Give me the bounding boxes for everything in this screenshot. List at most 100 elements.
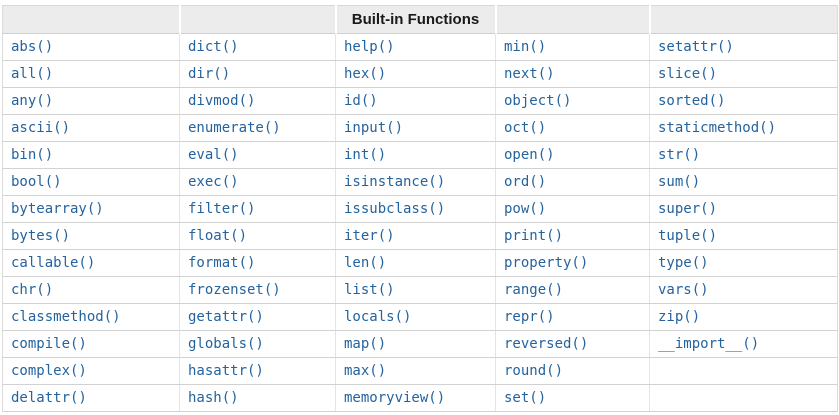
function-link[interactable]: zip() xyxy=(658,309,701,325)
function-link[interactable]: input() xyxy=(344,120,404,136)
function-link[interactable]: bytearray() xyxy=(11,201,104,217)
function-link[interactable]: help() xyxy=(344,39,395,55)
function-link[interactable]: callable() xyxy=(11,255,96,271)
function-link[interactable]: exec() xyxy=(188,174,239,190)
function-cell: oct() xyxy=(495,114,650,142)
function-cell: max() xyxy=(335,357,496,385)
function-link[interactable]: filter() xyxy=(188,201,256,217)
function-link[interactable]: bytes() xyxy=(11,228,71,244)
function-link[interactable]: object() xyxy=(504,93,572,109)
function-link[interactable]: ascii() xyxy=(11,120,71,136)
function-link[interactable]: abs() xyxy=(11,39,54,55)
function-link[interactable]: getattr() xyxy=(188,309,264,325)
function-cell: divmod() xyxy=(179,87,336,115)
function-link[interactable]: property() xyxy=(504,255,589,271)
function-cell: id() xyxy=(335,87,496,115)
function-link[interactable]: sorted() xyxy=(658,93,726,109)
function-link[interactable]: pow() xyxy=(504,201,547,217)
empty-cell xyxy=(649,357,838,385)
function-cell: dict() xyxy=(179,33,336,61)
function-cell: iter() xyxy=(335,222,496,250)
function-link[interactable]: locals() xyxy=(344,309,412,325)
function-link[interactable]: classmethod() xyxy=(11,309,121,325)
function-link[interactable]: staticmethod() xyxy=(658,120,777,136)
function-link[interactable]: all() xyxy=(11,66,54,82)
function-link[interactable]: open() xyxy=(504,147,555,163)
table-row: bytes() float() iter() print() tuple() xyxy=(2,222,838,250)
function-link[interactable]: any() xyxy=(11,93,54,109)
function-cell: list() xyxy=(335,276,496,304)
function-link[interactable]: delattr() xyxy=(11,390,87,406)
function-cell: pow() xyxy=(495,195,650,223)
function-link[interactable]: oct() xyxy=(504,120,547,136)
builtin-functions-table: Built-in Functions abs()dict()help()min(… xyxy=(2,5,838,412)
function-link[interactable]: min() xyxy=(504,39,547,55)
function-link[interactable]: list() xyxy=(344,282,395,298)
function-link[interactable]: iter() xyxy=(344,228,395,244)
function-link[interactable]: super() xyxy=(658,201,718,217)
function-link[interactable]: reversed() xyxy=(504,336,589,352)
function-cell: ord() xyxy=(495,168,650,196)
function-link[interactable]: id() xyxy=(344,93,378,109)
function-link[interactable]: complex() xyxy=(11,363,87,379)
function-cell: super() xyxy=(649,195,838,223)
function-link[interactable]: int() xyxy=(344,147,387,163)
table-row: compile() globals() map() reversed() __impor… xyxy=(2,330,838,358)
function-link[interactable]: type() xyxy=(658,255,709,271)
function-link[interactable]: bin() xyxy=(11,147,54,163)
table-body: abs() dict() help() min() setattr() all() dir(… xyxy=(2,33,838,412)
function-cell: issubclass() xyxy=(335,195,496,223)
function-link[interactable]: float() xyxy=(188,228,248,244)
function-cell: set() xyxy=(495,384,650,412)
function-link[interactable]: divmod() xyxy=(188,93,256,109)
function-link[interactable]: setattr() xyxy=(658,39,734,55)
function-link[interactable]: issubclass() xyxy=(344,201,446,217)
table-row: classmethod() getattr() locals() repr() zip(… xyxy=(2,303,838,331)
function-link[interactable]: vars() xyxy=(658,282,709,298)
function-cell: locals() xyxy=(335,303,496,331)
function-link[interactable]: ord() xyxy=(504,174,547,190)
function-link[interactable]: memoryview() xyxy=(344,390,446,406)
function-link[interactable]: __import__() xyxy=(658,336,760,352)
function-link[interactable]: sum() xyxy=(658,174,701,190)
function-link[interactable]: repr() xyxy=(504,309,555,325)
table-header-cell-empty xyxy=(648,5,838,34)
function-cell: property() xyxy=(495,249,650,277)
function-link[interactable]: tuple() xyxy=(658,228,718,244)
function-cell: vars() xyxy=(649,276,838,304)
function-link[interactable]: dir() xyxy=(188,66,231,82)
function-link[interactable]: map() xyxy=(344,336,387,352)
function-link[interactable]: frozenset() xyxy=(188,282,281,298)
function-link[interactable]: round() xyxy=(504,363,564,379)
function-link[interactable]: slice() xyxy=(658,66,718,82)
function-link[interactable]: next() xyxy=(504,66,555,82)
function-link[interactable]: globals() xyxy=(188,336,264,352)
function-cell: float() xyxy=(179,222,336,250)
function-link[interactable]: bool() xyxy=(11,174,62,190)
function-link[interactable]: chr() xyxy=(11,282,54,298)
empty-cell xyxy=(649,384,838,412)
function-cell: frozenset() xyxy=(179,276,336,304)
function-link[interactable]: hex() xyxy=(344,66,387,82)
function-link[interactable]: str() xyxy=(658,147,701,163)
function-link[interactable]: max() xyxy=(344,363,387,379)
function-link[interactable]: set() xyxy=(504,390,547,406)
function-cell: hash() xyxy=(179,384,336,412)
function-cell: reversed() xyxy=(495,330,650,358)
function-link[interactable]: enumerate() xyxy=(188,120,281,136)
function-link[interactable]: dict() xyxy=(188,39,239,55)
function-link[interactable]: isinstance() xyxy=(344,174,446,190)
function-link[interactable]: eval() xyxy=(188,147,239,163)
function-link[interactable]: hasattr() xyxy=(188,363,264,379)
function-cell: __import__() xyxy=(649,330,838,358)
function-link[interactable]: len() xyxy=(344,255,387,271)
function-link[interactable]: hash() xyxy=(188,390,239,406)
function-link[interactable]: compile() xyxy=(11,336,87,352)
function-cell: input() xyxy=(335,114,496,142)
table-row: complex() hasattr() max() round() xyxy=(2,357,838,385)
function-link[interactable]: range() xyxy=(504,282,564,298)
function-link[interactable]: print() xyxy=(504,228,564,244)
function-cell: zip() xyxy=(649,303,838,331)
function-link[interactable]: format() xyxy=(188,255,256,271)
